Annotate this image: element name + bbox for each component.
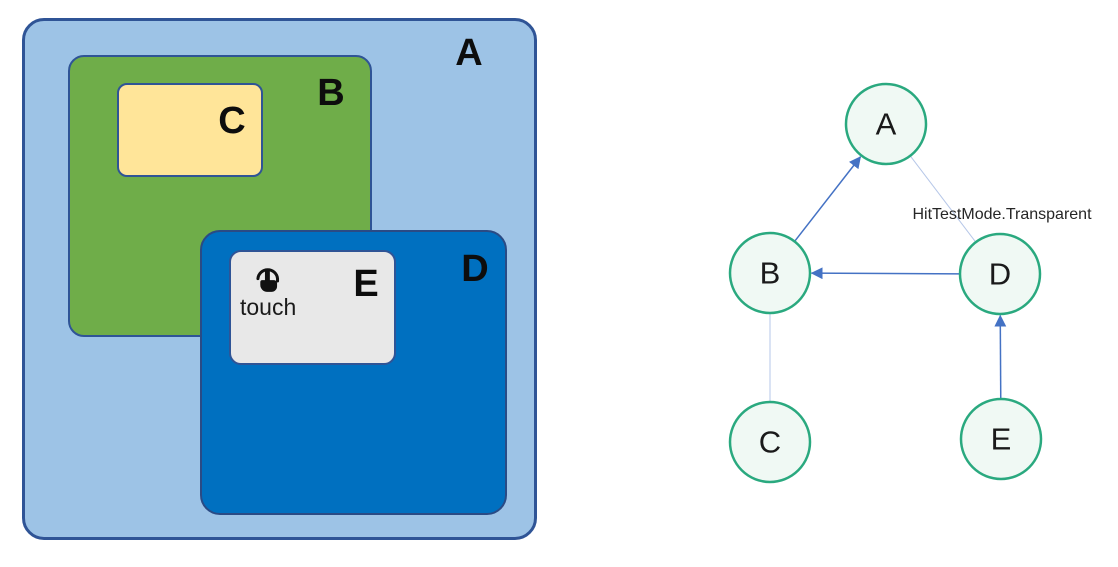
graph-edge-a-d bbox=[909, 155, 977, 243]
graph-edge-d-b bbox=[810, 267, 961, 280]
graph-edge-b-a bbox=[793, 156, 862, 242]
graph-node-e bbox=[959, 397, 1043, 481]
graph-edge-e-d bbox=[994, 314, 1007, 400]
graph-node-d bbox=[958, 232, 1042, 316]
view-label-d: D bbox=[461, 248, 489, 290]
view-label-e: E bbox=[353, 263, 379, 305]
touch-gesture-icon bbox=[256, 268, 280, 292]
view-label-c: C bbox=[218, 100, 246, 142]
graph-node-label-e: E bbox=[991, 422, 1012, 457]
view-label-b: B bbox=[317, 72, 345, 114]
hit-test-mode-annotation: HitTestMode.Transparent bbox=[912, 206, 1092, 223]
touch-label: touch bbox=[240, 294, 297, 320]
view-box-e bbox=[229, 250, 396, 365]
graph-node-a bbox=[844, 82, 928, 166]
graph-node-c bbox=[728, 400, 812, 484]
graph-node-label-c: C bbox=[759, 425, 781, 460]
graph-node-label-d: D bbox=[989, 257, 1011, 292]
graph-node-label-a: A bbox=[876, 107, 897, 142]
view-box-c bbox=[117, 83, 263, 177]
graph-node-b bbox=[728, 231, 812, 315]
view-label-a: A bbox=[455, 32, 483, 74]
graph-node-label-b: B bbox=[760, 256, 781, 291]
